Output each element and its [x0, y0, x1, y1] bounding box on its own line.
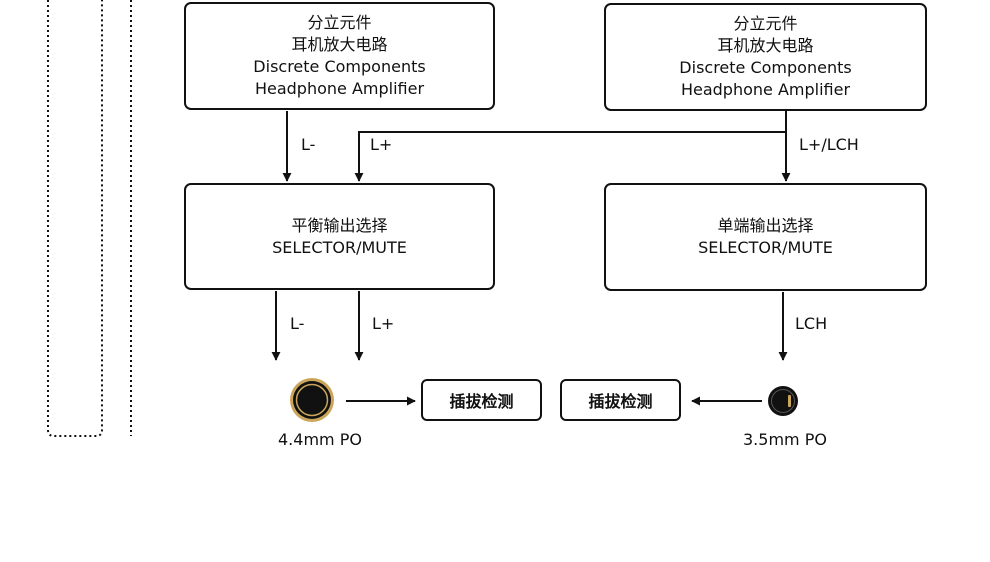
amp-right-line1: 分立元件	[733, 14, 798, 33]
amp-right-line3: Discrete Components	[679, 58, 852, 77]
label-l-minus-bottom: L-	[290, 314, 305, 333]
amp-right-line2: 耳机放大电路	[717, 36, 814, 55]
port-label-3-5mm: 3.5mm PO	[743, 430, 827, 449]
sel-single-line1: 单端输出选择	[717, 216, 814, 235]
amp-right-line4: Headphone Amplifier	[680, 80, 851, 99]
sel-balanced-line1: 平衡输出选择	[291, 215, 388, 235]
jack-4-4mm-icon	[290, 378, 334, 422]
selector-box-balanced: 平衡输出选择 SELECTOR/MUTE	[184, 183, 495, 290]
jack-3-5mm-icon	[768, 386, 798, 416]
amp-left-line1: 分立元件	[307, 13, 372, 32]
wire-l-plus-cross	[354, 131, 786, 182]
dotted-frame-outer	[47, 0, 103, 437]
label-l-plus-bottom: L+	[372, 314, 395, 333]
label-l-plus-top: L+	[370, 135, 393, 154]
label-l-plus-lch: L+/LCH	[799, 135, 859, 154]
amp-box-right: 分立元件 耳机放大电路 Discrete Components Headphon…	[604, 3, 927, 111]
selector-box-single: 单端输出选择 SELECTOR/MUTE	[604, 183, 927, 291]
plug-detect-box-left: 插拔检测	[421, 379, 542, 421]
amp-box-left: 分立元件 耳机放大电路 Discrete Components Headphon…	[184, 2, 495, 110]
amp-left-line3: Discrete Components	[253, 57, 426, 76]
sel-balanced-line2: SELECTOR/MUTE	[272, 237, 407, 257]
label-lch: LCH	[795, 314, 828, 333]
amp-left-line4: Headphone Amplifier	[254, 79, 425, 98]
plug-detect-box-right: 插拔检测	[560, 379, 681, 421]
port-label-4-4mm: 4.4mm PO	[278, 430, 362, 449]
label-l-minus-top: L-	[301, 135, 316, 154]
amp-left-line2: 耳机放大电路	[291, 35, 388, 54]
sel-single-line2: SELECTOR/MUTE	[698, 238, 833, 257]
